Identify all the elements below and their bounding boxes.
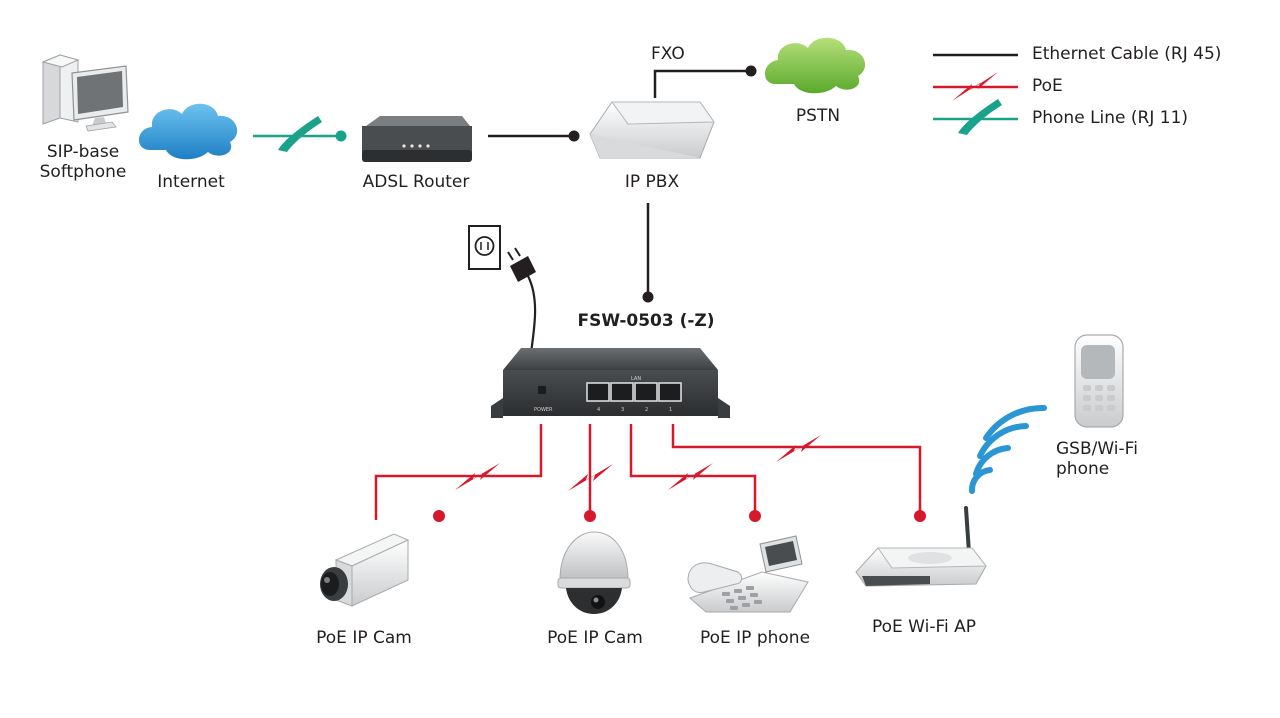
internet-cloud-icon	[138, 103, 238, 160]
poe-link-ipphone	[629, 424, 757, 514]
adsl-router-label: ADSL Router	[362, 172, 470, 192]
poe-dots	[433, 510, 926, 522]
switch-lan-ports	[586, 382, 682, 402]
pstn-link-dot	[745, 65, 757, 77]
internet-label: Internet	[157, 172, 225, 192]
ip-phone-label: PoE IP phone	[699, 628, 811, 648]
dome-camera-icon	[557, 531, 631, 614]
pstn-label: PSTN	[795, 106, 841, 126]
phone-line-link	[253, 116, 347, 152]
desk-phone-icon	[687, 535, 809, 613]
cam2-label: PoE IP Cam	[547, 628, 643, 648]
cam1-label: PoE IP Cam	[316, 628, 412, 648]
switch-port-number: 4	[597, 407, 600, 413]
pbx-to-pstn-cable	[653, 69, 750, 98]
power-outlet-icon	[468, 225, 501, 270]
poe-link-cam1	[374, 424, 543, 520]
poe-bolt-symbols	[455, 435, 821, 491]
ip-pbx-icon	[589, 101, 715, 159]
gsm-phone-label: GSB/Wi-Fi phone	[1056, 439, 1138, 480]
computer-icon	[41, 54, 129, 132]
legend-ethernet-label: Ethernet Cable (RJ 45)	[1032, 44, 1222, 64]
router-icon	[362, 116, 472, 162]
poe-link-wifi	[671, 424, 922, 514]
switch-link-dot	[642, 291, 654, 303]
router-link-dot	[568, 130, 580, 142]
switch-port-number: 3	[621, 407, 624, 413]
pstn-cloud-icon	[764, 37, 866, 94]
legend-phone-handset	[958, 99, 1002, 135]
fxo-label: FXO	[651, 44, 685, 64]
legend-poe-label: PoE	[1032, 76, 1063, 96]
switch-label: FSW-0503 (-Z)	[577, 311, 715, 331]
switch-power-text: POWER	[534, 407, 553, 413]
ethernet-links	[488, 69, 750, 296]
poe-links	[374, 424, 922, 520]
wifi-ap-label: PoE Wi-Fi AP	[871, 617, 977, 637]
box-camera-icon	[320, 533, 410, 607]
legend-phone-line-label: Phone Line (RJ 11)	[1032, 108, 1189, 128]
switch-lan-text: LAN	[631, 376, 641, 382]
switch-port-number: 1	[669, 407, 672, 413]
switch-port-number: 2	[645, 407, 648, 413]
legend-poe-bolt	[952, 72, 998, 101]
wifi-waves-icon	[968, 404, 1047, 494]
ip-pbx-label: IP PBX	[624, 172, 680, 192]
mobile-phone-icon	[1074, 334, 1124, 428]
softphone-label: SIP-base Softphone	[39, 142, 127, 183]
legend-symbols	[933, 53, 1018, 135]
access-point-icon	[855, 506, 988, 587]
